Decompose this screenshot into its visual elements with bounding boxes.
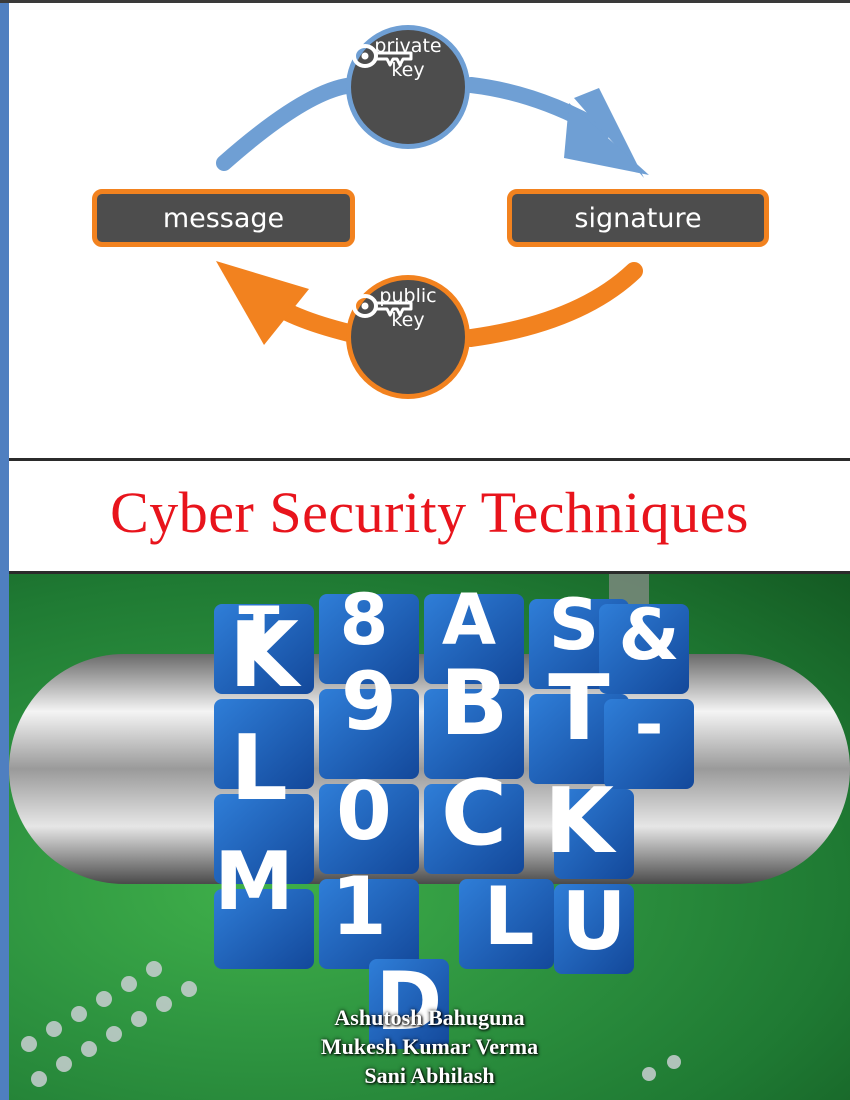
circuit-dots <box>21 961 681 1087</box>
orange-arc-right <box>462 262 643 347</box>
signature-label: signature <box>574 202 702 234</box>
tile-letter: D <box>376 955 442 1048</box>
tile-letter: T <box>548 656 609 761</box>
tile-letter: L <box>230 716 287 821</box>
public-key-node: public key <box>346 275 470 399</box>
author-name: Mukesh Kumar Verma <box>320 1034 539 1059</box>
tile-stack <box>214 594 694 1049</box>
author-name: Ashutosh Bahuguna <box>334 1005 525 1030</box>
tile-letter: B <box>440 651 509 756</box>
tile-letter: K <box>229 603 302 708</box>
orange-arrowhead <box>216 261 309 345</box>
key-icon <box>352 294 413 318</box>
tile-letters: T 8 A S & K 9 B T - L 0 C K M 1 D L U <box>214 579 679 1048</box>
tile-letter: 0 <box>336 765 392 858</box>
tile-letter: 9 <box>341 655 397 748</box>
author-list: Ashutosh Bahuguna Mukesh Kumar Verma San… <box>9 1003 850 1090</box>
message-box: message <box>92 189 355 247</box>
tile-letter: K <box>544 769 617 874</box>
tile-letter: - <box>634 684 663 766</box>
blue-arc-left <box>216 77 362 171</box>
combination-lock-photo: T 8 A S & K 9 B T - L 0 C K M 1 D L U <box>9 574 850 1100</box>
title-band: Cyber Security Techniques <box>9 458 850 574</box>
tile-letter: C <box>441 761 507 866</box>
signature-box: signature <box>507 189 769 247</box>
book-title: Cyber Security Techniques <box>110 479 749 545</box>
tile-letter: M <box>214 835 294 928</box>
message-label: message <box>162 202 285 234</box>
tile-letter: A <box>442 579 496 661</box>
tile-letter: 1 <box>331 860 387 953</box>
tile-letter: U <box>562 875 627 968</box>
lock-illustration: T 8 A S & K 9 B T - L 0 C K M 1 D L U <box>9 574 850 1087</box>
tile-letter: S <box>549 584 599 666</box>
diagram-arrows <box>216 77 649 347</box>
top-rule <box>0 0 850 3</box>
tile-letter: 8 <box>340 579 389 661</box>
author-name: Sani Abhilash <box>364 1063 495 1088</box>
page-edge <box>0 0 9 1100</box>
key-icon <box>352 44 413 68</box>
private-key-node: private key <box>346 25 470 149</box>
tile-letter: L <box>484 870 535 963</box>
tile-letter: T <box>239 594 280 664</box>
digital-signature-diagram: message signature private key public key <box>9 3 850 458</box>
tile-letter: & <box>618 594 679 676</box>
